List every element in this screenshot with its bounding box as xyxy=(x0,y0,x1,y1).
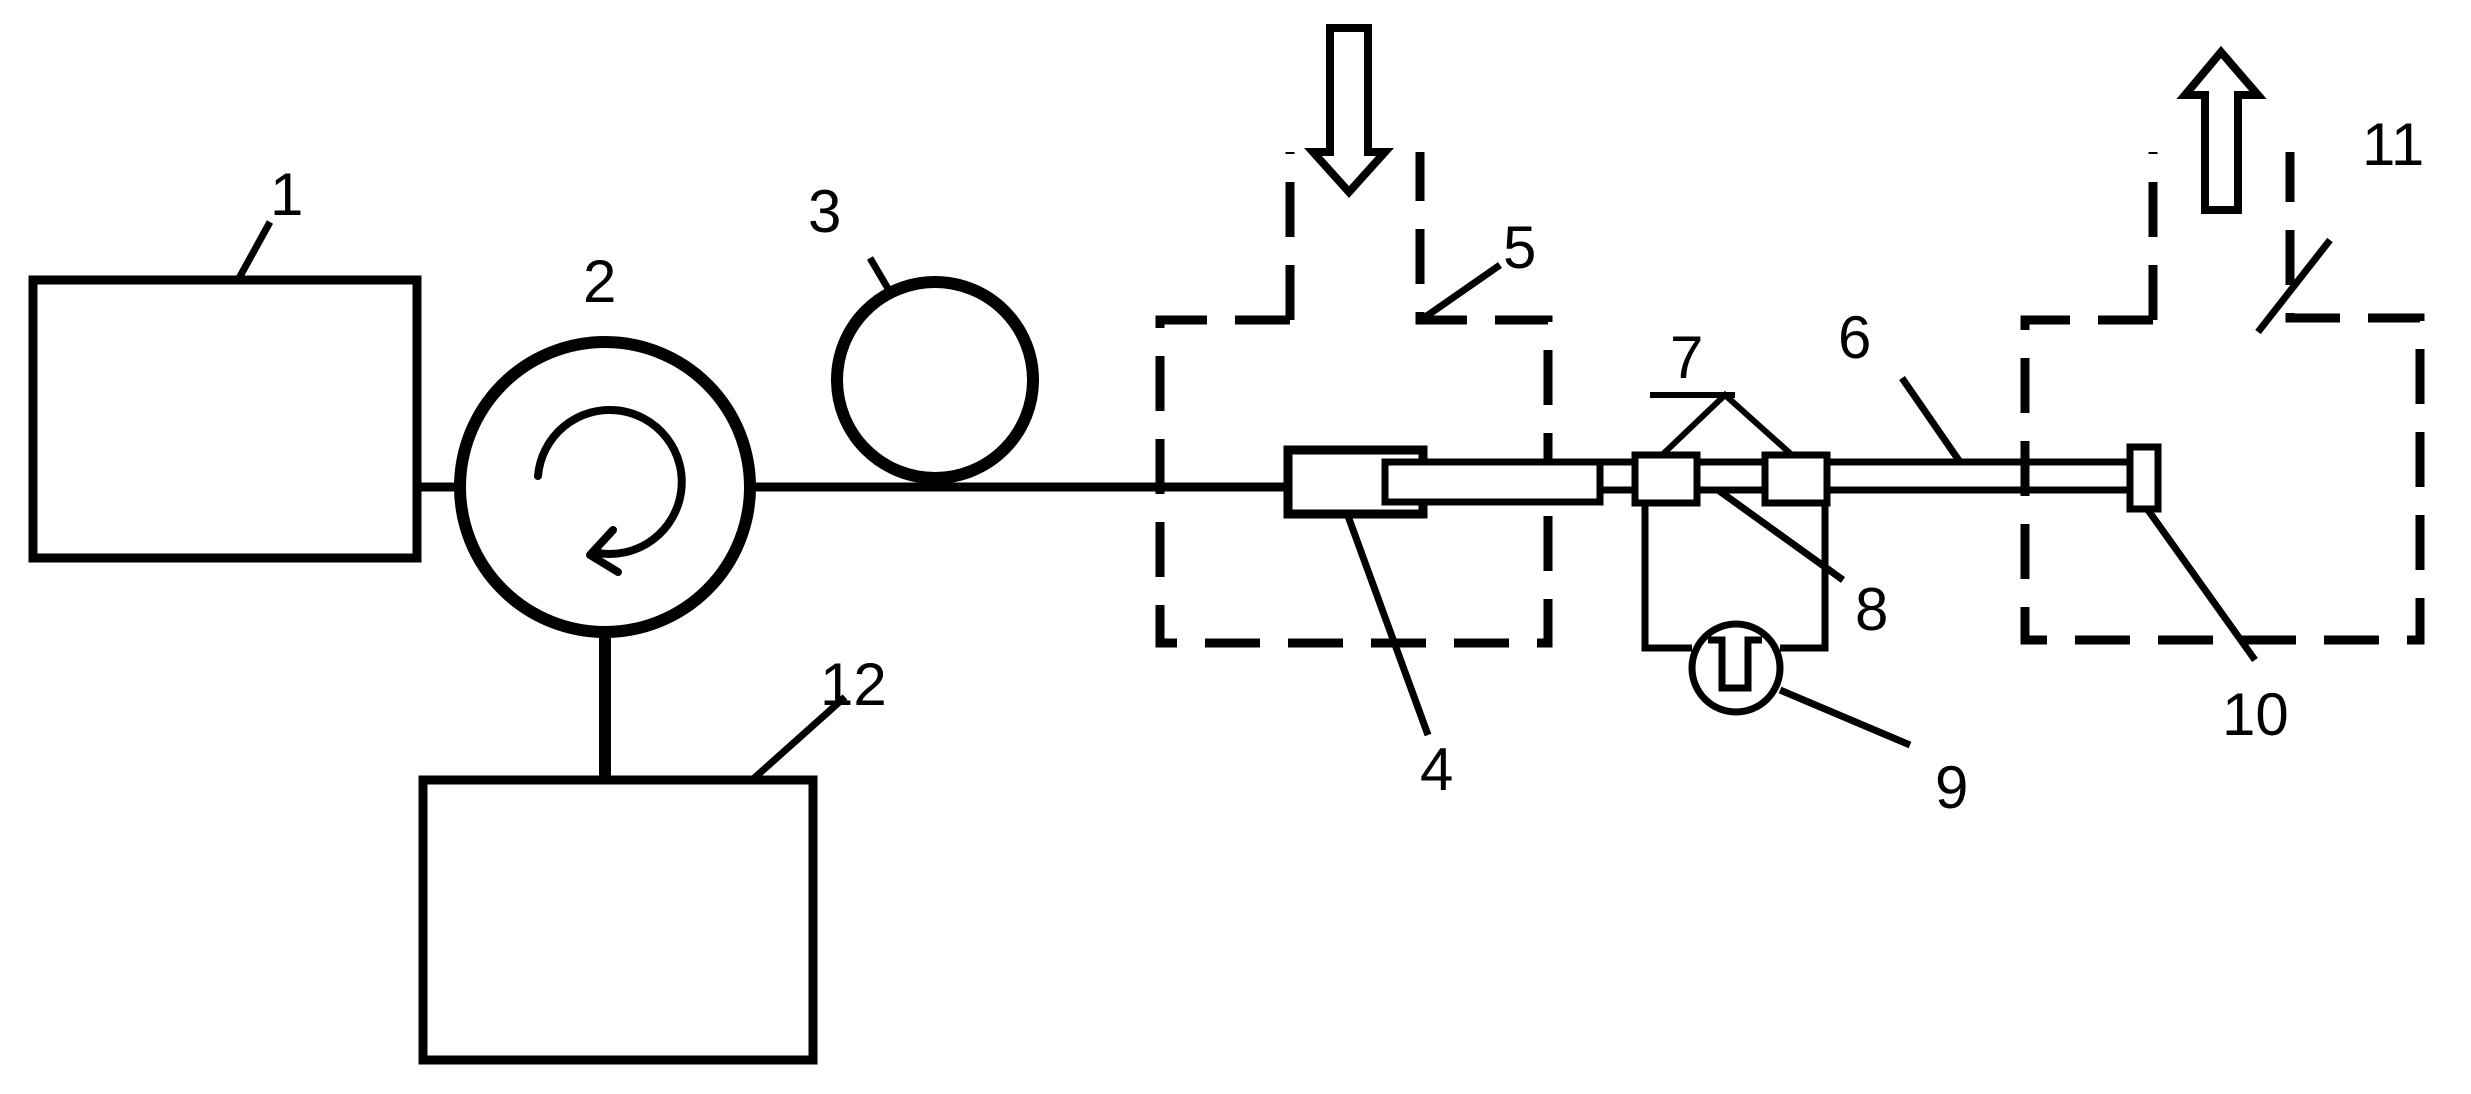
chamber-11 xyxy=(2020,152,2425,645)
label-8: 8 xyxy=(1855,576,1888,643)
leader-10 xyxy=(2145,507,2258,663)
leader-3 xyxy=(866,256,894,294)
generator-wiring-right xyxy=(1780,499,1829,652)
leader-7 xyxy=(1659,390,1795,458)
electrode-7-right xyxy=(1761,451,1831,507)
block-12 xyxy=(418,775,818,1065)
block-1 xyxy=(28,275,422,563)
leader-11 xyxy=(2255,237,2333,335)
signal-generator-9 xyxy=(1688,620,1784,716)
leader-6 xyxy=(1899,376,1963,464)
chamber-5 xyxy=(1155,152,1553,648)
leader-5 xyxy=(1416,262,1502,325)
label-7: 7 xyxy=(1670,324,1703,391)
fiber-coil-3 xyxy=(831,276,1039,484)
generator-wiring xyxy=(1641,499,1692,652)
label-6: 6 xyxy=(1838,304,1871,371)
leader-4 xyxy=(1344,514,1432,737)
reflector-10 xyxy=(2126,443,2162,513)
label-10: 10 xyxy=(2222,681,2289,748)
label-3: 3 xyxy=(808,178,841,245)
label-5: 5 xyxy=(1503,214,1536,281)
label-9: 9 xyxy=(1935,754,1968,821)
label-2: 2 xyxy=(583,248,616,315)
square-wave-icon xyxy=(1708,636,1762,692)
circular-arrow-icon xyxy=(534,405,686,576)
label-4: 4 xyxy=(1420,736,1453,803)
circulator-2 xyxy=(454,336,756,638)
label-12: 12 xyxy=(820,651,887,718)
up-arrow-icon xyxy=(2176,45,2267,214)
leader-12 xyxy=(749,694,848,783)
electrode-7-left xyxy=(1631,451,1701,507)
label-11: 11 xyxy=(2362,111,2424,178)
connector-4-ferrule xyxy=(1381,458,1604,506)
leader-9 xyxy=(1778,686,1912,749)
leader-1 xyxy=(234,220,274,282)
label-1: 1 xyxy=(270,161,303,228)
down-arrow-icon xyxy=(1304,24,1394,198)
